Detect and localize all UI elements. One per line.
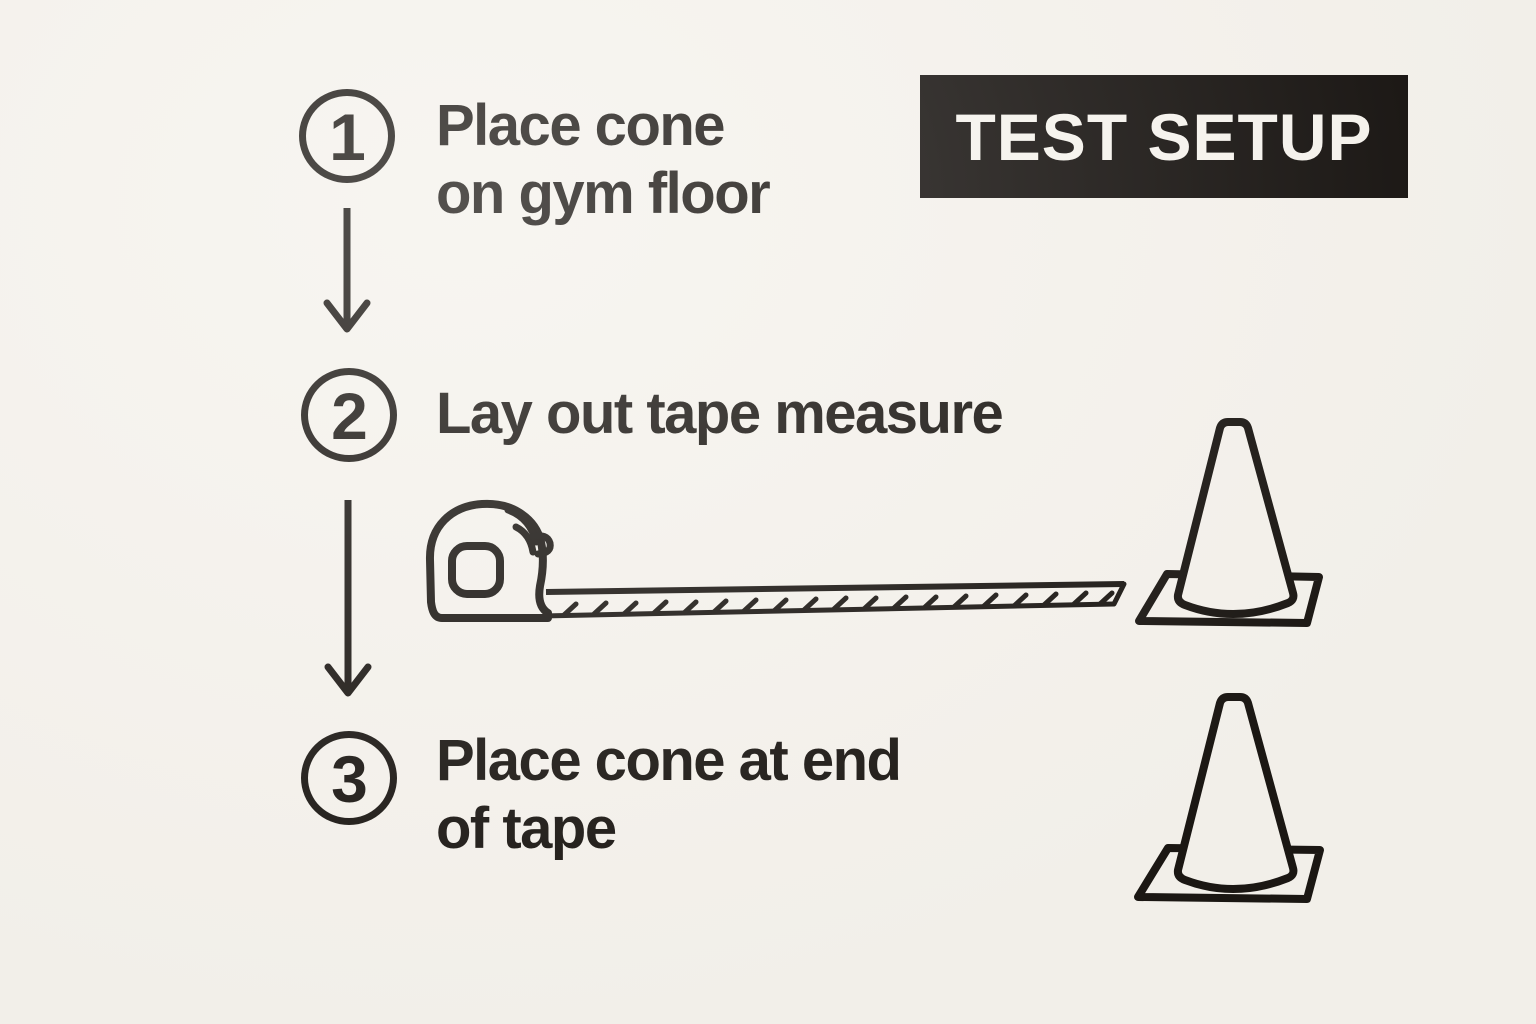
step-2-number-badge: 2 <box>301 368 397 462</box>
step-3-number-badge: 3 <box>301 731 397 825</box>
step-1-number: 1 <box>329 100 366 174</box>
step-3-number: 3 <box>331 742 368 816</box>
traffic-cone-icon <box>1135 418 1323 627</box>
step-1-line-1: Place cone <box>436 93 726 158</box>
title-badge: TEST SETUP <box>920 75 1408 198</box>
down-arrow-icon <box>324 500 372 697</box>
step-2-line-1: Lay out tape measure <box>436 381 1004 446</box>
traffic-cone-icon <box>1134 693 1324 903</box>
step-1-label: Place cone on gym floor <box>436 92 771 228</box>
step-2-number: 2 <box>331 379 368 453</box>
step-2-label: Lay out tape measure <box>436 380 1004 448</box>
title-badge-label: TEST SETUP <box>955 99 1373 174</box>
step-3-line-2: of tape <box>436 796 617 861</box>
step-1-line-2: on gym floor <box>436 161 771 226</box>
tape-strip <box>541 581 1127 619</box>
tape-measure-icon <box>425 499 1127 622</box>
step-3-label: Place cone at end of tape <box>436 727 902 863</box>
step-3-line-1: Place cone at end <box>436 728 902 793</box>
down-arrow-icon <box>323 208 371 333</box>
step-1-number-badge: 1 <box>299 89 395 183</box>
